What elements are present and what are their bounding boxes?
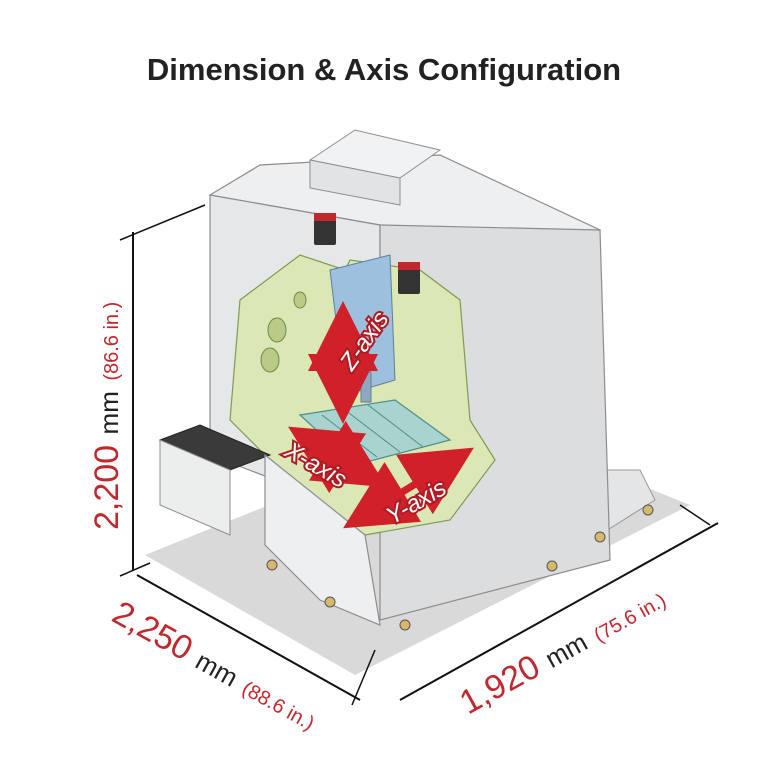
height-unit: mm <box>94 391 124 434</box>
height-dimension-text: 2,200 mm (86.6 in.) <box>88 302 126 530</box>
spindle-tool <box>360 371 372 403</box>
motor-right-cap <box>398 262 420 270</box>
depth-value: 1,920 <box>453 648 546 722</box>
height-imperial: (86.6 in.) <box>101 302 123 381</box>
chip-tank-front <box>159 439 231 536</box>
top-cabinet-front <box>309 159 401 206</box>
column-hole <box>267 317 287 343</box>
width-unit: mm <box>191 645 243 692</box>
column-hole <box>260 347 280 373</box>
caster <box>399 619 411 631</box>
caster <box>266 559 278 571</box>
caster <box>594 531 606 543</box>
depth-dimension-tick-right <box>679 504 711 526</box>
height-value: 2,200 <box>88 445 126 530</box>
depth-unit: mm <box>540 627 592 674</box>
motor-left-cap <box>314 213 336 221</box>
height-dimension-tick-top <box>119 204 206 241</box>
caster <box>642 504 654 516</box>
y-axis-arrow-back <box>343 460 452 529</box>
depth-dimension-line <box>399 522 719 701</box>
caster <box>546 560 558 572</box>
height-dimension-tick-bottom <box>119 562 151 577</box>
width-imperial: (88.6 in.) <box>238 678 318 736</box>
width-dimension-line <box>136 574 361 701</box>
depth-imperial: (75.6 in.) <box>590 589 670 647</box>
caster <box>324 596 336 608</box>
width-dimension-tick-right <box>351 649 376 706</box>
diagram-title: Dimension & Axis Configuration <box>146 52 622 87</box>
column-hole <box>293 291 307 309</box>
width-value: 2,250 <box>106 594 199 668</box>
